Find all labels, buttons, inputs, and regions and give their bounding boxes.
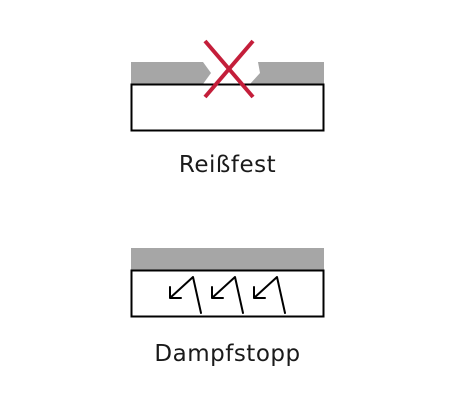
torn-membrane xyxy=(131,62,211,84)
vapor-barrier-arrows-icon xyxy=(169,276,286,314)
tear-resistant-panel xyxy=(130,39,325,132)
vapor-arrow xyxy=(253,276,286,314)
tear-resistant-label: Reißfest xyxy=(178,152,277,178)
barrier-membrane xyxy=(131,248,324,270)
vapor-arrow xyxy=(169,276,202,314)
vapor-arrow xyxy=(211,276,244,314)
tear-resistant-cross-icon xyxy=(203,39,255,99)
substrate-box xyxy=(130,83,325,132)
torn-membrane xyxy=(250,62,324,84)
substrate-box xyxy=(130,269,325,318)
vapor-barrier-label: Dampfstopp xyxy=(154,341,301,367)
vapor-barrier-panel xyxy=(130,248,325,318)
